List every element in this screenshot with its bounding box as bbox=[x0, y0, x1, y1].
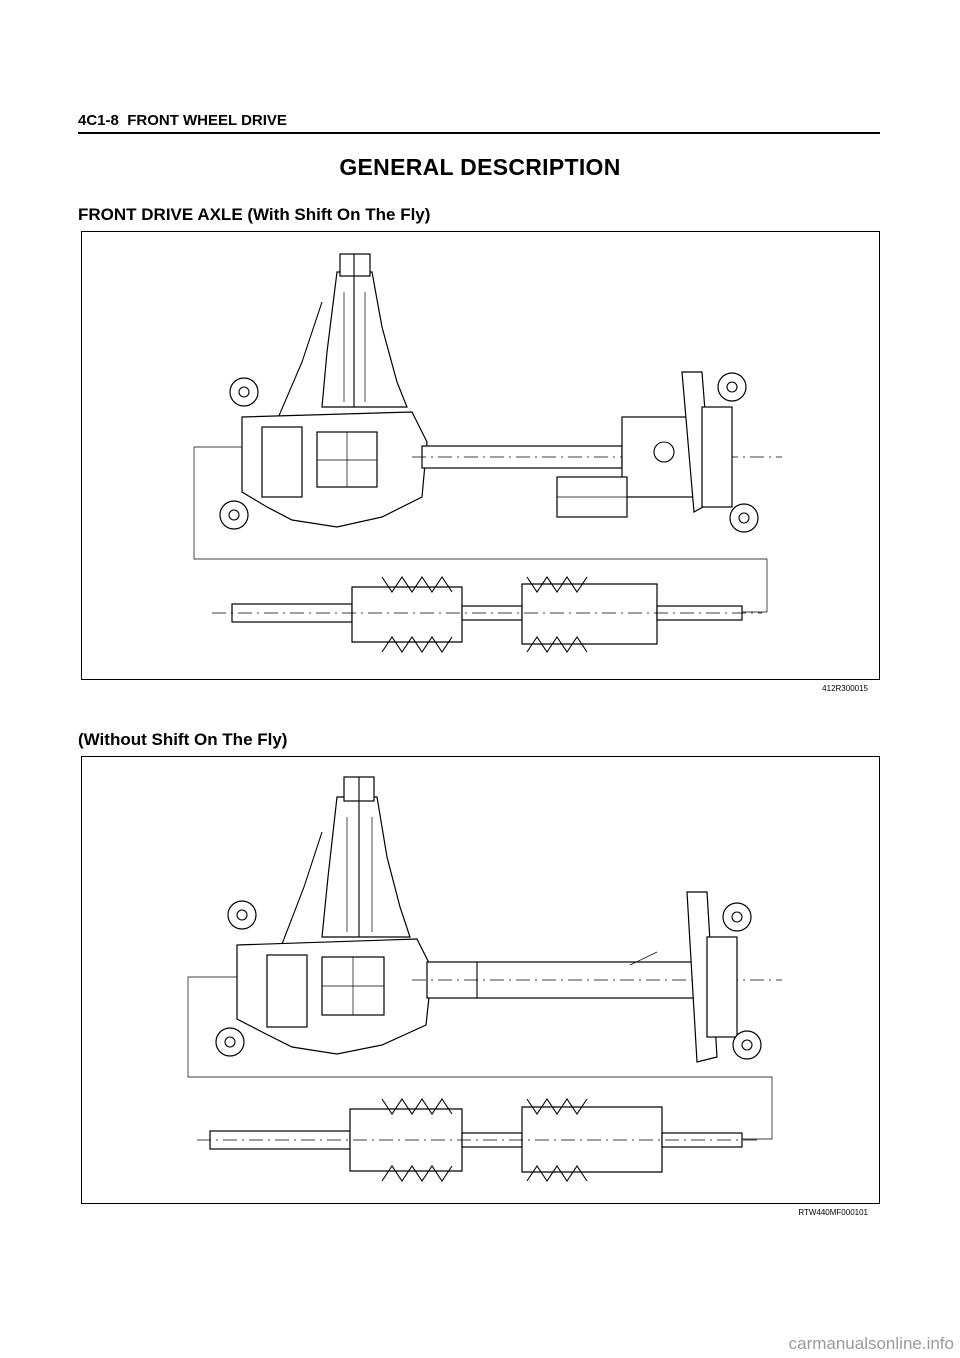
figure-2-frame bbox=[81, 756, 880, 1204]
section-title: FRONT WHEEL DRIVE bbox=[127, 112, 287, 129]
watermark: carmanualsonline.info bbox=[788, 1334, 954, 1353]
figure-2-heading: (Without Shift On The Fly) bbox=[78, 730, 288, 749]
figure-1-frame bbox=[81, 231, 880, 680]
page-title: GENERAL DESCRIPTION bbox=[339, 154, 621, 180]
figure-2-id: RTW440MF000101 bbox=[798, 1208, 868, 1217]
page-header: 4C1-8 FRONT WHEEL DRIVE bbox=[78, 112, 287, 129]
header-rule bbox=[78, 132, 880, 134]
figure-1-heading: FRONT DRIVE AXLE (With Shift On The Fly) bbox=[78, 205, 431, 224]
axle-drawing-without-shift-on-the-fly bbox=[187, 776, 782, 1182]
axle-drawing-shift-on-the-fly bbox=[193, 253, 782, 653]
figure-1-id: 412R300015 bbox=[822, 684, 868, 693]
section-code: 4C1-8 bbox=[78, 112, 119, 129]
